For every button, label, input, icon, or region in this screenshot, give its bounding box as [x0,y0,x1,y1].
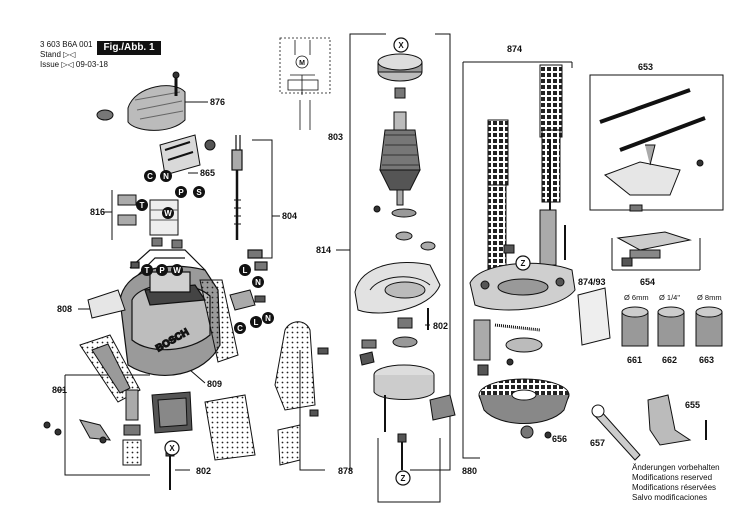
top-cover [96,71,186,131]
label-653: 653 [638,62,653,72]
label-816: 816 [90,207,105,217]
motor-symbol: M [299,60,305,67]
label-808: 808 [57,304,72,314]
marker-x-bottom: X [169,444,175,453]
note-de: Änderungen vorbehalten [632,463,720,472]
marker-n-clamp: N [265,314,271,323]
motor-schematic [279,37,331,130]
guide-plate [87,289,126,319]
dust-extraction-adapter [647,394,707,446]
stand-line: Stand ▷◁ [40,50,76,59]
parallel-guide [599,88,706,212]
label-662: 662 [662,355,677,365]
collet-size-8mm: Ø 8mm [697,293,722,302]
sub-base [478,337,570,439]
label-656: 656 [552,434,567,444]
label-654: 654 [640,277,655,287]
label-657: 657 [590,438,605,448]
marker-s: S [196,188,202,197]
figure-label: Fig./Abb. 1 [97,41,161,55]
label-874: 874 [507,44,522,54]
marker-w-upper: W [164,209,172,218]
label-803: 803 [328,132,343,142]
note-en: Modifications reserved [632,473,713,482]
template-guide-654 [616,231,692,267]
marker-z-base: Z [521,259,526,268]
marker-w-lower: W [173,266,181,275]
power-cord [231,135,268,271]
motor-housing: BOSCH [119,265,221,376]
marker-x-top: X [398,41,404,50]
depth-stop-parts [427,308,541,376]
handle-small-parts [43,389,142,466]
marker-t-lower: T [145,266,150,275]
label-874-93: 874/93 [578,277,606,287]
collet-size-6mm: Ø 6mm [624,293,649,302]
marker-c-clamp: C [237,324,243,333]
label-876: 876 [210,97,225,107]
label-655: 655 [685,400,700,410]
collet-size-quarter-inch: Ø 1/4" [659,293,680,302]
left-handle [79,334,141,403]
motor-base-814 [354,231,456,470]
label-814: 814 [316,245,331,255]
label-804: 804 [282,211,297,221]
dust-plate [577,287,611,346]
cord-clamp [229,289,266,311]
label-661: 661 [627,355,642,365]
marker-p: P [178,188,184,197]
label-663: 663 [699,355,714,365]
guide-columns [487,64,566,281]
disclaimer-notes: Änderungen vorbehalten Modifications res… [632,463,720,503]
marker-p-lower: P [159,266,165,275]
right-handle [199,279,239,363]
armature [373,53,423,218]
collets [621,306,723,347]
side-panel-878 [204,321,329,466]
marker-z-bottom: Z [401,474,406,483]
label-878: 878 [338,466,353,476]
label-865: 865 [200,168,215,178]
marker-n-cord: N [255,278,261,287]
marker-l-cord: L [243,266,248,275]
marker-c-top: C [147,172,153,181]
label-802-left: 802 [196,466,211,476]
label-809: 809 [207,379,222,389]
label-801: 801 [52,385,67,395]
marker-l-clamp: L [254,318,259,327]
note-fr: Modifications réservées [632,483,717,492]
note-es: Salvo modificaciones [632,493,708,502]
label-802-right: 802 [433,321,448,331]
marker-n-top: N [163,172,169,181]
marker-t-upper: T [140,201,145,210]
brush-holder [159,134,216,176]
issue-line: Issue ▷◁ 09-03-18 [40,60,108,69]
label-880: 880 [462,466,477,476]
router-base [469,262,576,311]
document-header: 3 603 B6A 001 Stand ▷◁ Issue ▷◁ 09-03-18 [40,40,108,70]
document-number: 3 603 B6A 001 [40,40,93,49]
